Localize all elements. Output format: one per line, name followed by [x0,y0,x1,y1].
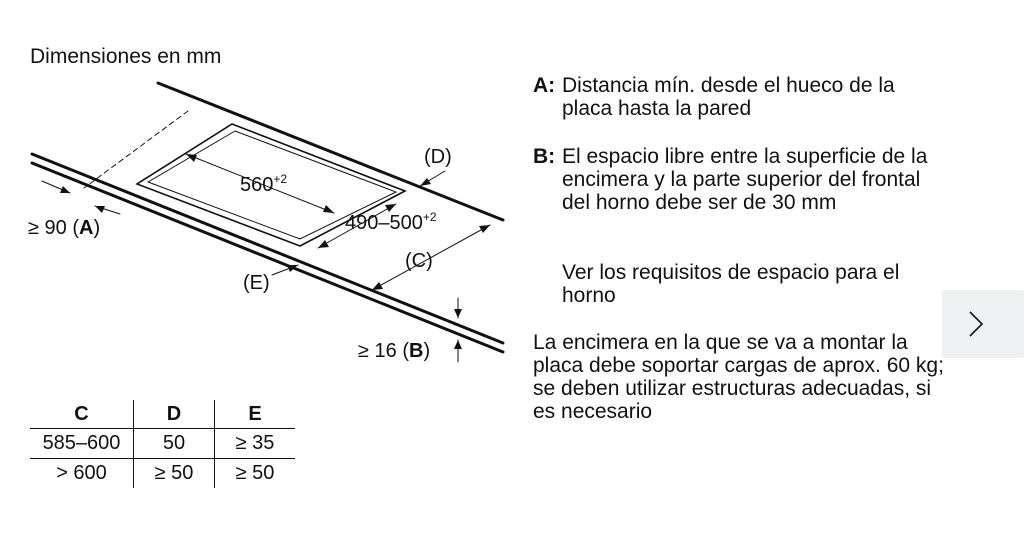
note-A-line-1: Distancia mín. desde el hueco de la [562,74,895,97]
arrowhead [420,178,431,186]
dim-490-line [317,203,397,249]
next-button[interactable] [942,290,1024,358]
label-A-prefix: ≥ 90 ( [28,217,79,239]
table-cell: 585–600 [30,428,134,459]
table-cell: ≥ 50 [133,458,215,488]
table-header: D [133,400,215,429]
label-C: (C) [405,250,433,273]
worktop-front-edge-bottom [30,161,505,354]
chevron-right-icon [969,311,984,337]
label-B-prefix: ≥ 16 ( [358,340,409,362]
note-load-line-2: placa debe soportar cargas de aprox. 60 … [533,354,944,377]
dim-C-line [371,224,491,291]
arrowhead [454,340,462,349]
worktop-front-edge-top [30,152,505,345]
label-D-text: (D) [424,146,452,168]
label-490-value: 490–500 [345,212,423,234]
arrowhead [323,205,334,213]
label-560-tolerance: +2 [273,172,288,186]
arrowhead [60,186,70,193]
label-A-suffix: ) [93,217,101,239]
installation-diagram [30,81,505,363]
arrowhead [186,154,197,162]
table-header: E [214,400,295,429]
label-560: 560+2 [240,172,287,197]
cutout-inner-edge [146,130,398,240]
label-490-tolerance: +2 [422,210,437,224]
note-A-key: A: [533,74,556,97]
note-oven-line-1: Ver los requisitos de espacio para el [562,261,900,284]
label-A: ≥ 90 (A) [28,217,100,240]
arrowhead [454,309,462,318]
label-A-key: A [79,217,94,239]
table-header: C [30,400,134,429]
note-A-line-2: placa hasta la pared [562,97,752,120]
note-B-line-1: El espacio libre entre la superficie de … [562,145,928,168]
table-cell: ≥ 35 [214,428,295,459]
arrowhead [372,282,383,290]
dim-560-line [185,153,335,214]
arrowhead [479,225,490,233]
label-C-text: (C) [405,250,433,272]
note-load-line-4: es necesario [533,400,653,423]
note-load-line-1: La encimera en la que se va a montar la [533,331,908,354]
label-B-suffix: ) [423,340,431,362]
table-row: 585–600 50 ≥ 35 [30,428,295,459]
table-cell: > 600 [56,462,107,484]
note-B-line-2: encimera y la parte superior del frontal [562,168,921,191]
arrowhead [318,240,329,248]
arrowhead [287,265,298,272]
label-B-key: B [409,340,424,362]
arrowhead [385,204,396,212]
label-490-500: 490–500+2 [345,210,437,235]
label-B: ≥ 16 (B) [358,340,430,363]
worktop-back-edge [156,81,505,222]
label-D: (D) [424,146,452,169]
table-row: > 600 ≥ 50 ≥ 50 [30,458,295,488]
table-cell: ≥ 50 [214,458,295,488]
label-E-text: (E) [243,272,270,294]
table-header-row: C D E [30,400,295,429]
note-load-line-3: se deben utilizar estructuras adecuadas,… [533,377,932,400]
wall-projection-dashed [83,110,189,189]
note-oven-line-2: horno [562,284,616,307]
cutout-outline [135,123,407,247]
label-E: (E) [243,272,270,295]
dimensions-table: C D E 585–600 50 ≥ 35 > 600 ≥ 50 ≥ 50 [30,400,295,488]
note-B-key: B: [533,145,556,168]
note-B-line-3: del horno debe ser de 30 mm [562,191,837,214]
table-cell: 50 [133,428,215,459]
arrowhead [95,206,105,213]
label-560-value: 560 [240,174,274,196]
page-title: Dimensiones en mm [30,45,222,68]
